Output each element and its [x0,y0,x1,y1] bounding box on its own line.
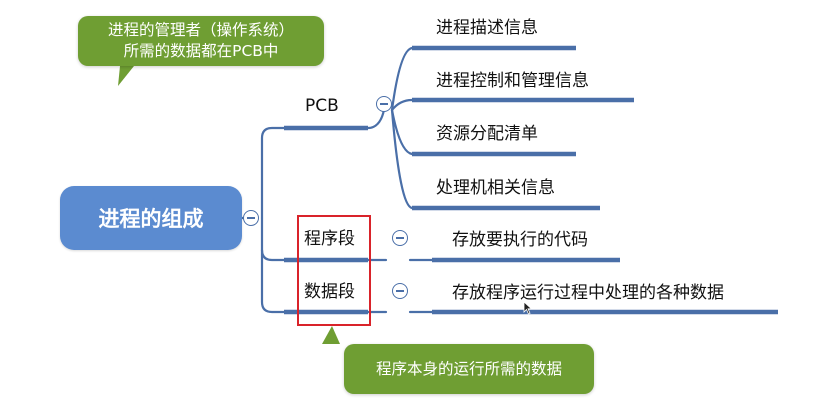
mouse-pointer-icon [523,301,533,315]
pcb-collapse-icon[interactable] [376,96,392,112]
segments-callout: 程序本身的运行所需的数据 [344,344,594,394]
segments-callout-text: 程序本身的运行所需的数据 [375,359,562,378]
segments-highlight-box [297,215,371,326]
data-segment-child-1[interactable]: 存放程序运行过程中处理的各种数据 [452,283,724,303]
top-callout-tail [118,66,134,86]
root-label: 进程的组成 [98,207,204,231]
pcb-child-2[interactable]: 进程控制和管理信息 [436,71,589,91]
branch-program-segment-label[interactable]: 程序段 [304,229,355,249]
pcb-callout-line-1: 进程的管理者（操作系统） [107,21,294,39]
pcb-child-4[interactable]: 处理机相关信息 [436,178,555,198]
branch-pcb-label[interactable]: PCB [305,96,339,116]
program-segment-child-1[interactable]: 存放要执行的代码 [452,230,588,250]
bottom-callout-tail [322,326,340,344]
pcb-callout: 进程的管理者（操作系统） 所需的数据都在PCB中 [78,16,324,66]
pcb-child-1[interactable]: 进程描述信息 [436,18,538,38]
program-segment-collapse-icon[interactable] [392,230,408,246]
root-collapse-icon[interactable] [243,210,259,226]
root-node[interactable]: 进程的组成 [60,186,242,250]
pcb-child-3[interactable]: 资源分配清单 [436,124,538,144]
branch-data-segment-label[interactable]: 数据段 [304,282,355,302]
pcb-callout-line-2: 所需的数据都在PCB中 [123,42,279,60]
data-segment-collapse-icon[interactable] [392,283,408,299]
